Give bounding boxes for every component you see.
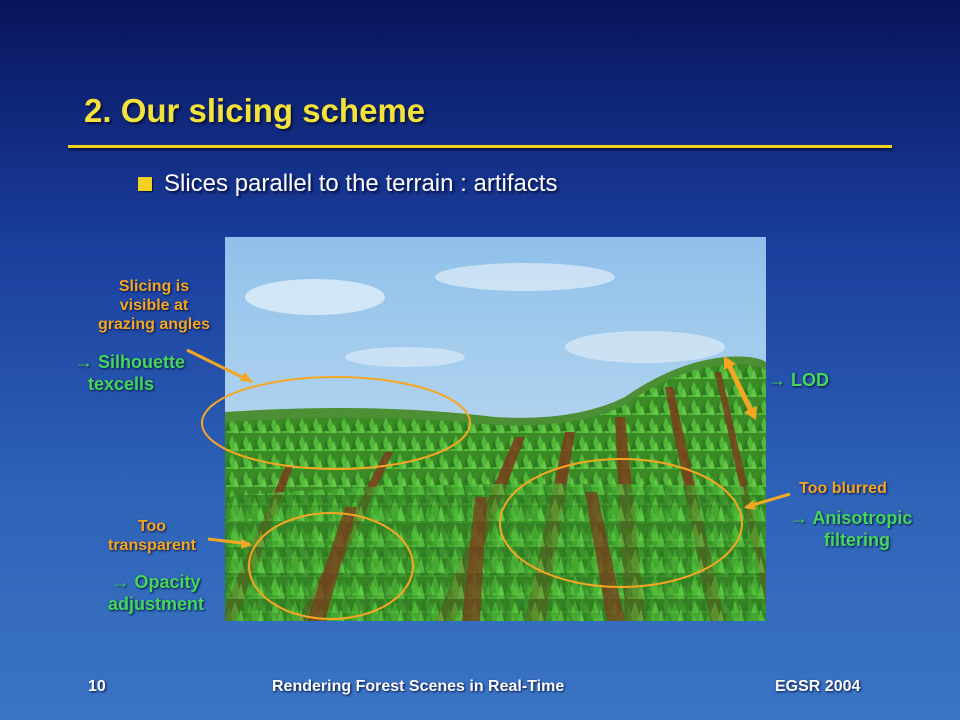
opacity-line-1: → Opacity — [111, 572, 201, 592]
title-underline — [68, 145, 892, 148]
page-number: 10 — [88, 678, 106, 695]
silhouette-texcells-label: → Silhouette texcells — [50, 352, 210, 395]
silhouette-line-1: → Silhouette — [74, 352, 185, 372]
slicing-line-1: Slicing is — [118, 278, 190, 295]
too-transparent-label: Too transparent — [82, 517, 222, 555]
anisotropic-line-2: filtering — [824, 529, 890, 550]
bullet-text: Slices parallel to the terrain : artifac… — [164, 170, 558, 197]
forest-rendering-image — [225, 237, 766, 621]
slide-title: 2. Our slicing scheme — [84, 92, 426, 129]
too-transparent-line-1: Too — [137, 518, 167, 535]
too-blurred-label: Too blurred — [799, 480, 887, 497]
conference-name: EGSR 2004 — [775, 678, 861, 695]
anisotropic-line-1: → Anisotropic — [790, 508, 913, 528]
bullet-item: Slices parallel to the terrain : artifac… — [138, 170, 558, 198]
presentation-title: Rendering Forest Scenes in Real-Time — [272, 678, 565, 695]
slicing-line-2: visible at — [119, 297, 189, 315]
slicing-visible-label: Slicing is visible at grazing angles — [74, 277, 234, 335]
slicing-line-3: grazing angles — [97, 316, 211, 334]
anisotropic-filtering-label: → Anisotropic filtering — [790, 508, 960, 551]
opacity-line-2: adjustment — [107, 593, 204, 614]
too-transparent-line-2: transparent — [107, 537, 197, 555]
bullet-square-icon — [138, 177, 152, 191]
silhouette-line-2: texcells — [88, 373, 155, 394]
opacity-adjustment-label: → Opacity adjustment — [82, 572, 230, 615]
lod-label: → LOD — [768, 370, 829, 390]
